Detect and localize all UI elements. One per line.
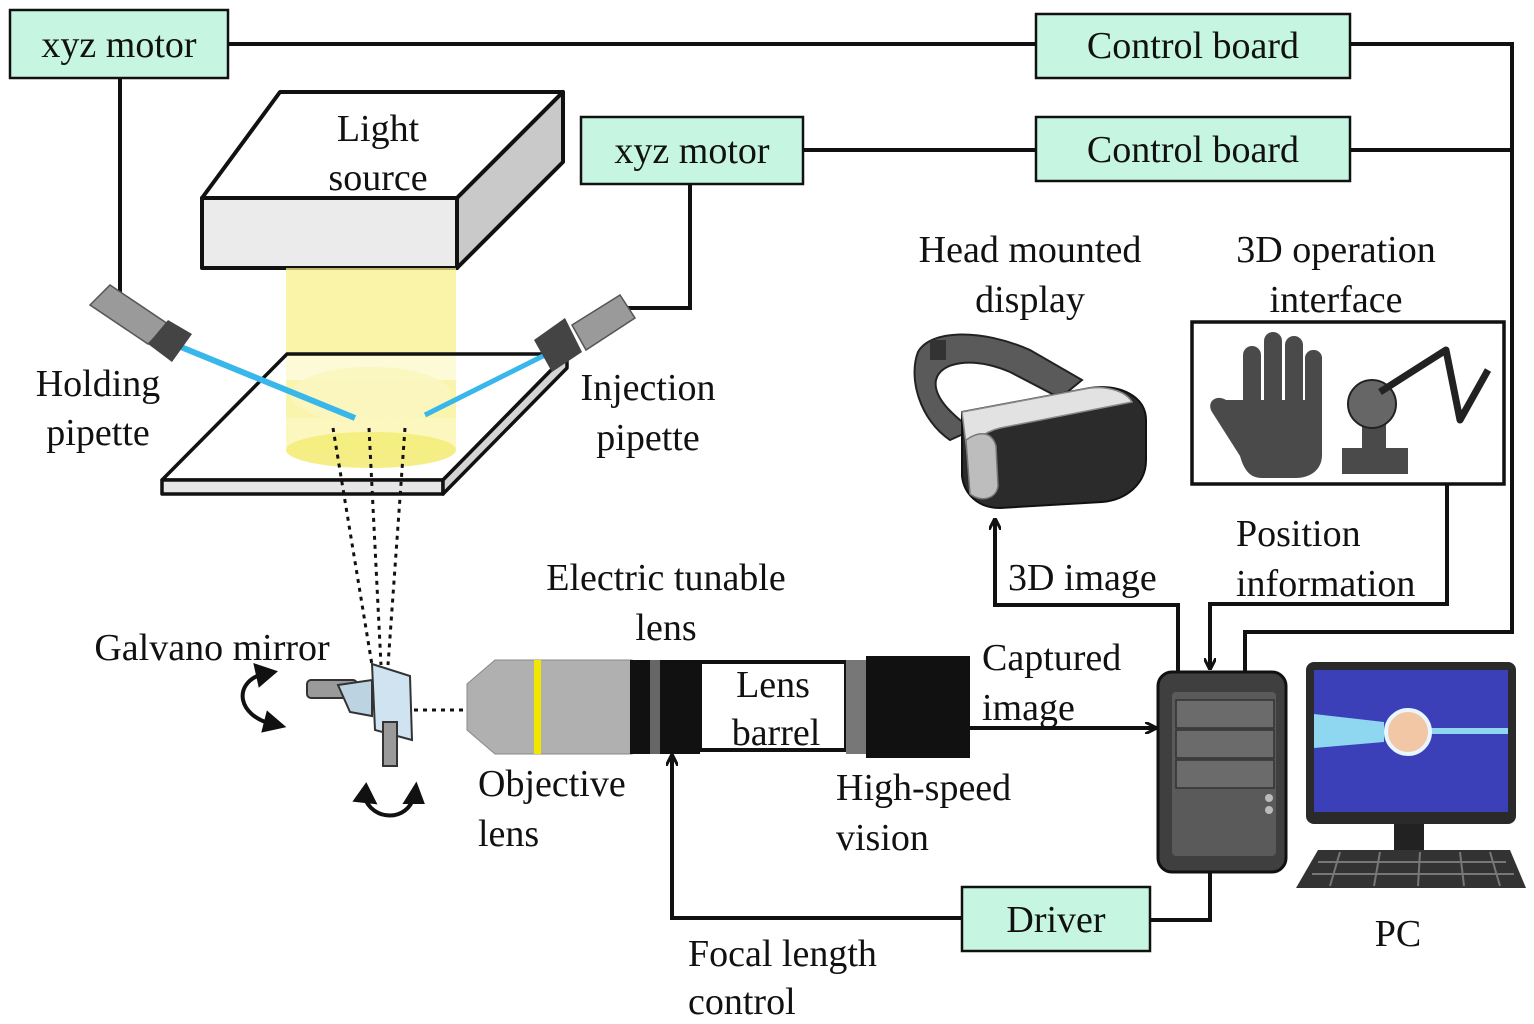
- light-source: [200, 90, 565, 270]
- keyboard-icon: [1296, 850, 1526, 888]
- rotate-arrow-icon: [240, 662, 287, 733]
- position-info-label-2: information: [1236, 563, 1415, 605]
- galvano-mirror: [306, 662, 414, 767]
- pc-label: PC: [1375, 913, 1421, 955]
- injection-pipette-label-2: pipette: [596, 417, 699, 459]
- driver-label: Driver: [1006, 899, 1106, 941]
- control-board-mid-box: Control board: [1034, 115, 1352, 183]
- xyz-motor-left-box: xyz motor: [8, 8, 230, 80]
- position-info-label-1: Position: [1236, 513, 1361, 555]
- focal-length-label-2: control: [688, 981, 796, 1023]
- hmd-label-2: display: [975, 279, 1085, 321]
- arrows: [672, 484, 1449, 920]
- xyz-motor-right-label: xyz motor: [614, 130, 769, 172]
- optical-rays: [331, 427, 470, 712]
- image-3d-label: 3D image: [1008, 557, 1157, 599]
- galvano-mirror-label: Galvano mirror: [94, 627, 330, 669]
- holding-pipette-label-2: pipette: [46, 412, 149, 454]
- lens-barrel-label-2: barrel: [732, 712, 821, 754]
- injection-pipette-label-1: Injection: [580, 367, 715, 409]
- vr-headset-icon: [913, 333, 1147, 510]
- light-source-label-2: source: [328, 157, 427, 199]
- driver-box: Driver: [960, 885, 1152, 953]
- light-source-label-1: Light: [337, 108, 420, 150]
- etl-label-1: Electric tunable: [546, 557, 786, 599]
- objective-lens: [466, 659, 633, 755]
- captured-image-label-1: Captured: [982, 637, 1121, 679]
- op-interface-label-1: 3D operation: [1236, 229, 1435, 271]
- light-beam-lower: [286, 367, 456, 468]
- lens-barrel: [698, 660, 866, 754]
- captured-image-label-2: image: [982, 687, 1075, 729]
- focal-length-label-1: Focal length: [688, 933, 877, 975]
- connection-lines: [118, 42, 1514, 922]
- electric-tunable-lens: [630, 660, 700, 754]
- control-board-top-box: Control board: [1034, 12, 1352, 80]
- hs-vision-label-1: High-speed: [836, 767, 1011, 809]
- objective-lens-label-1: Objective: [478, 763, 626, 805]
- holding-pipette: [88, 284, 357, 421]
- xyz-motor-right-box: xyz motor: [579, 115, 805, 186]
- rotate-arrow-icon: [352, 781, 425, 818]
- hs-vision-label-2: vision: [836, 817, 929, 859]
- objective-lens-label-2: lens: [478, 813, 539, 855]
- control-board-mid-label: Control board: [1087, 129, 1299, 171]
- holding-pipette-label-1: Holding: [36, 363, 161, 405]
- monitor-icon: [1306, 662, 1516, 858]
- hmd-label-1: Head mounted: [919, 229, 1142, 271]
- op-interface-label-2: interface: [1270, 279, 1403, 321]
- xyz-motor-left-label: xyz motor: [41, 24, 196, 66]
- lens-barrel-label-1: Lens: [736, 664, 810, 706]
- etl-label-2: lens: [635, 607, 696, 649]
- high-speed-camera: [866, 656, 970, 758]
- control-board-top-label: Control board: [1087, 25, 1299, 67]
- joystick-icon: [1342, 346, 1492, 474]
- computer-tower-icon: [1156, 670, 1288, 874]
- hand-icon: [1210, 332, 1322, 478]
- injection-pipette: [423, 293, 637, 418]
